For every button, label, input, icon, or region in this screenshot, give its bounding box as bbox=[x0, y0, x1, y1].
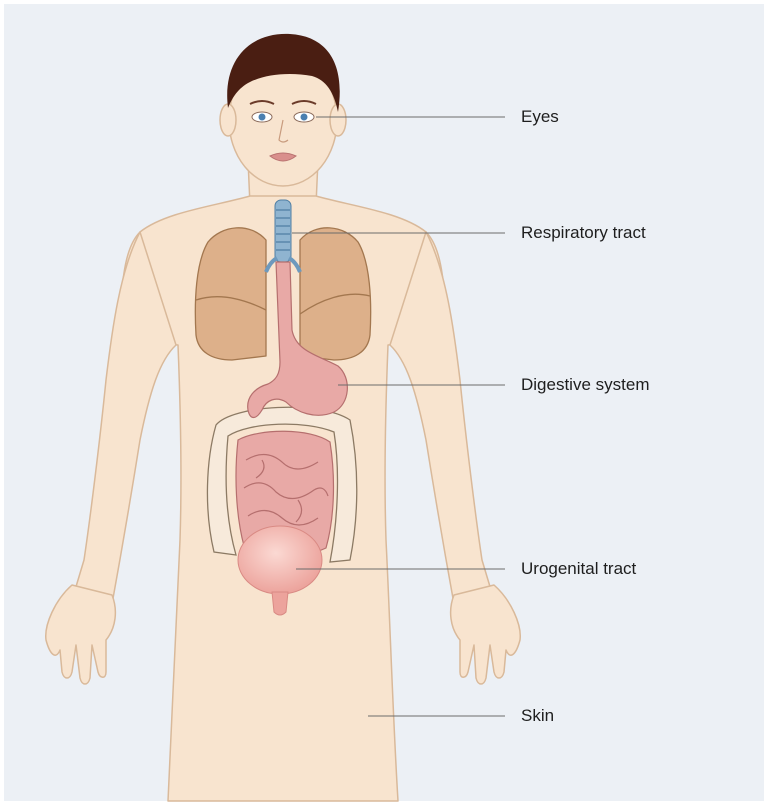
urethra bbox=[272, 592, 288, 615]
label-urogenital-tract: Urogenital tract bbox=[521, 559, 636, 579]
label-skin: Skin bbox=[521, 706, 554, 726]
label-eyes: Eyes bbox=[521, 107, 559, 127]
label-digestive-system: Digestive system bbox=[521, 375, 649, 395]
bladder bbox=[238, 526, 322, 594]
label-respiratory-tract: Respiratory tract bbox=[521, 223, 646, 243]
